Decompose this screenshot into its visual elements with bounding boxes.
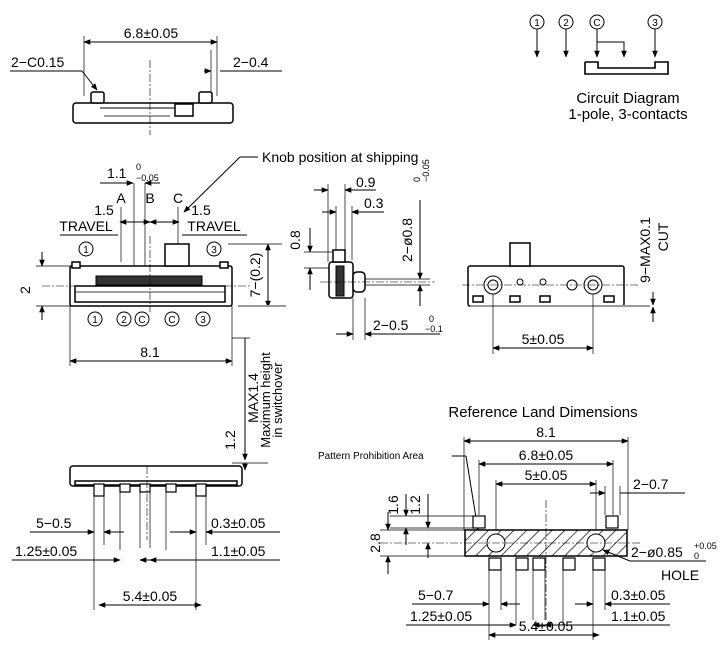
land-pattern: Reference Land Dimensions 8.1 Pattern Pr… [318, 404, 717, 640]
prohibition-label: Pattern Prohibition Area [318, 451, 424, 462]
side-dim-09: 0.9 [356, 174, 376, 190]
travel-left-value: 1.5 [94, 202, 114, 218]
bottom-dim-12: 1.2 [222, 430, 238, 450]
back-cut-label: CUT [655, 222, 671, 251]
front-terminal-top-1: 1 [83, 245, 89, 256]
side-dim-08: 0.8 [287, 230, 303, 250]
circuit-subtitle: 1-pole, 3-contacts [568, 106, 687, 123]
land-inner: 5±0.05 [525, 467, 568, 483]
bottom-lead-width: 0.3±0.05 [211, 515, 266, 531]
bottom-leads: 5−0.5 [36, 515, 72, 531]
land-right-pitch: 1.1±0.05 [611, 608, 666, 624]
circuit-terminal-1: 1 [534, 18, 540, 29]
max-height-value: MAX1.4 [245, 373, 261, 423]
travel-right-label: TRAVEL [187, 218, 241, 234]
side-boss-tol-upper: 0 [412, 177, 422, 182]
land-hole: 2−ø0.85 [631, 544, 683, 560]
land-dim-28: 2.8 [367, 533, 383, 553]
back-hole-spacing: 5±0.05 [522, 331, 565, 347]
land-hole-tol-lower: 0 [694, 551, 699, 561]
land-total: 5.4±0.05 [519, 618, 574, 634]
front-length-label: 8.1 [140, 344, 160, 360]
max-height-note-2: in switchover [270, 362, 285, 438]
position-c: C [173, 190, 183, 206]
knob-note: Knob position at shipping [262, 149, 418, 165]
knob-dim-tol-upper: 0 [136, 162, 141, 172]
circuit-terminal-c: C [593, 18, 600, 29]
land-left-pitch: 1.25±0.05 [410, 608, 472, 624]
side-lead-tol-lower: −0.1 [425, 324, 443, 334]
max-height-note-1: Maximum height [258, 352, 273, 448]
bottom-left-pitch: 1.25±0.05 [15, 543, 77, 559]
circuit-diagram: 1 2 C 3 Circuit Diagram 1-pole, 3-contac… [529, 14, 688, 123]
front-terminal-bottom-c1: C [138, 315, 145, 326]
land-lead-width: 0.3±0.05 [611, 587, 666, 603]
front-terminal-bottom-2: 2 [121, 315, 127, 326]
back-view: 5±0.05 9−MAX0.1 CUT [462, 217, 671, 354]
front-terminal-top-3: 3 [211, 245, 217, 256]
lead-width-label: 2−0.4 [233, 54, 269, 70]
front-terminal-bottom-c2: C [168, 315, 175, 326]
position-a: A [116, 190, 126, 206]
front-view: Knob position at shipping 1.1 0 −0.05 A … [17, 149, 418, 366]
land-dim-16: 1.6 [385, 495, 401, 515]
circuit-title: Circuit Diagram [576, 90, 679, 107]
bottom-total: 5.4±0.05 [123, 588, 178, 604]
circuit-terminal-3: 3 [652, 18, 658, 29]
land-hole-tol-upper: +0.05 [694, 541, 717, 551]
knob-dim: 1.1 [107, 165, 127, 181]
back-cut-dim: 9−MAX0.1 [637, 217, 653, 283]
bottom-view: 1.2 MAX1.4 Maximum height in switchover … [12, 337, 285, 610]
chamfer-label: 2−C0.15 [11, 54, 65, 70]
land-pad-width: 2−0.7 [633, 476, 669, 492]
top-view: 6.8±0.05 2−C0.15 2−0.4 [10, 25, 282, 135]
side-lead-dim: 2−0.5 [373, 317, 409, 333]
front-terminal-bottom-3: 3 [200, 315, 206, 326]
front-terminal-bottom-1: 1 [92, 315, 98, 326]
front-height-label: 2 [17, 286, 33, 294]
knob-dim-tol-lower: −0.05 [136, 173, 159, 183]
circuit-terminal-2: 2 [563, 18, 569, 29]
side-boss-dim: 2−ø0.8 [399, 218, 415, 262]
land-leads: 5−0.7 [418, 587, 454, 603]
side-view: 0.9 0.3 0.8 2−ø0.8 0 −0.05 2−0.5 0 −0. [287, 159, 443, 340]
land-dim-12: 1.2 [407, 495, 423, 515]
land-overall: 8.1 [536, 424, 556, 440]
front-side-height: 7−(0.2) [247, 253, 263, 298]
side-dim-03: 0.3 [364, 195, 384, 211]
bottom-right-pitch: 1.1±0.05 [211, 543, 266, 559]
land-hole-label: HOLE [661, 567, 699, 583]
top-width-label: 6.8±0.05 [124, 25, 179, 41]
side-lead-tol-upper: 0 [429, 314, 434, 324]
land-outer: 6.8±0.05 [519, 447, 574, 463]
travel-right-value: 1.5 [191, 202, 211, 218]
travel-left-label: TRAVEL [59, 218, 113, 234]
position-b: B [145, 190, 154, 206]
land-title: Reference Land Dimensions [448, 404, 637, 421]
side-boss-tol-lower: −0.05 [421, 159, 431, 182]
